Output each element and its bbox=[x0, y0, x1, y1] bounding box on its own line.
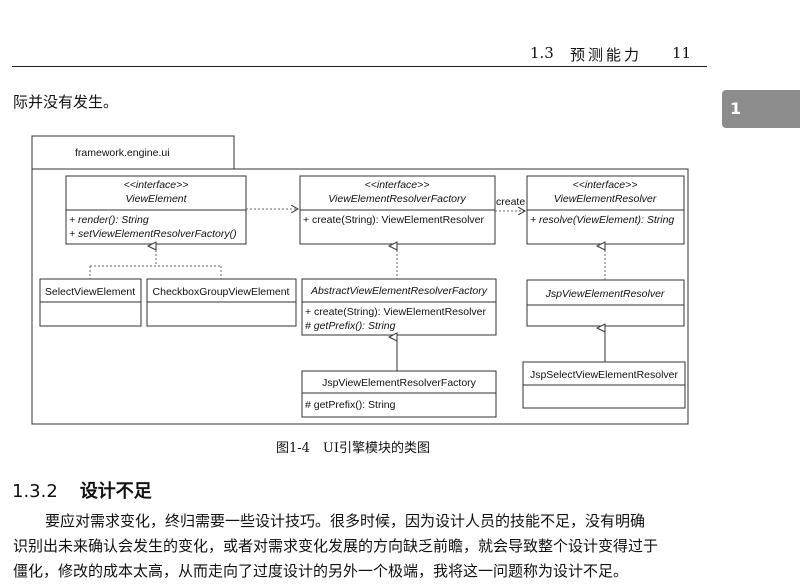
package-name: framework.engine.ui bbox=[75, 147, 170, 159]
header-section-number: 1.3 bbox=[530, 44, 554, 62]
stereotype: <<interface>> bbox=[365, 179, 430, 191]
body-line: 僵化，修改的成本太高，从而走向了过度设计的另外一个极端，我将这一问题称为设计不足… bbox=[13, 562, 629, 580]
class-jsp-view-element-resolver-factory: JspViewElementResolverFactory # getPrefi… bbox=[301, 370, 497, 418]
method: + render(): String bbox=[69, 214, 149, 226]
class-name: JspViewElementResolver bbox=[545, 288, 665, 300]
class-name: JspViewElementResolverFactory bbox=[322, 377, 477, 389]
intro-line: 际并没有发生。 bbox=[13, 93, 119, 111]
body-line: 要应对需求变化，终归需要一些设计技巧。很多时候，因为设计人员的技能不足，没有明确 bbox=[45, 512, 646, 530]
section-number: 1.3.2 bbox=[12, 481, 58, 502]
section-heading: 1.3.2 设计不足 bbox=[12, 477, 152, 503]
header-rule bbox=[12, 66, 707, 67]
class-view-element-resolver-factory: <<interface>> ViewElementResolverFactory… bbox=[299, 175, 496, 245]
class-jsp-view-element-resolver: JspViewElementResolver bbox=[526, 279, 685, 327]
class-abstract-view-element-resolver-factory: AbstractViewElementResolverFactory + cre… bbox=[301, 278, 497, 336]
method: + setViewElementResolverFactory() bbox=[69, 228, 237, 240]
stereotype: <<interface>> bbox=[124, 179, 189, 191]
body-line: 识别出未来确认会发生的变化，或者对需求变化发展的方向缺乏前瞻，就会导致整个设计变… bbox=[13, 537, 659, 555]
class-checkbox-group-view-element: CheckboxGroupViewElement bbox=[146, 278, 297, 327]
header-chapter-title: 预测能力 bbox=[570, 46, 643, 64]
class-select-view-element: SelectViewElement bbox=[39, 278, 142, 327]
class-jsp-select-view-element-resolver: JspSelectViewElementResolver bbox=[522, 361, 686, 409]
chapter-tab: 1 bbox=[722, 90, 800, 128]
method: + resolve(ViewElement): String bbox=[530, 214, 674, 226]
method: + create(String): ViewElementResolver bbox=[305, 306, 487, 318]
class-view-element: <<interface>> ViewElement + render(): St… bbox=[65, 175, 247, 245]
create-label: create bbox=[496, 196, 525, 208]
realization-view-element bbox=[89, 246, 222, 279]
method: # getPrefix(): String bbox=[305, 320, 396, 332]
page-number: 11 bbox=[672, 44, 692, 62]
class-name: AbstractViewElementResolverFactory bbox=[310, 285, 488, 297]
class-name: SelectViewElement bbox=[45, 286, 135, 298]
class-name: ViewElementResolverFactory bbox=[328, 193, 466, 205]
class-name: JspSelectViewElementResolver bbox=[530, 369, 679, 381]
class-view-element-resolver: <<interface>> ViewElementResolver + reso… bbox=[526, 175, 685, 245]
stereotype: <<interface>> bbox=[573, 179, 638, 191]
class-name: CheckboxGroupViewElement bbox=[153, 286, 290, 298]
figure-caption: 图1-4 UI引擎模块的类图 bbox=[276, 441, 431, 456]
section-title: 设计不足 bbox=[79, 481, 152, 502]
class-name: ViewElementResolver bbox=[554, 193, 657, 205]
method: + create(String): ViewElementResolver bbox=[303, 214, 485, 226]
method: # getPrefix(): String bbox=[305, 399, 396, 411]
class-name: ViewElement bbox=[125, 193, 187, 205]
